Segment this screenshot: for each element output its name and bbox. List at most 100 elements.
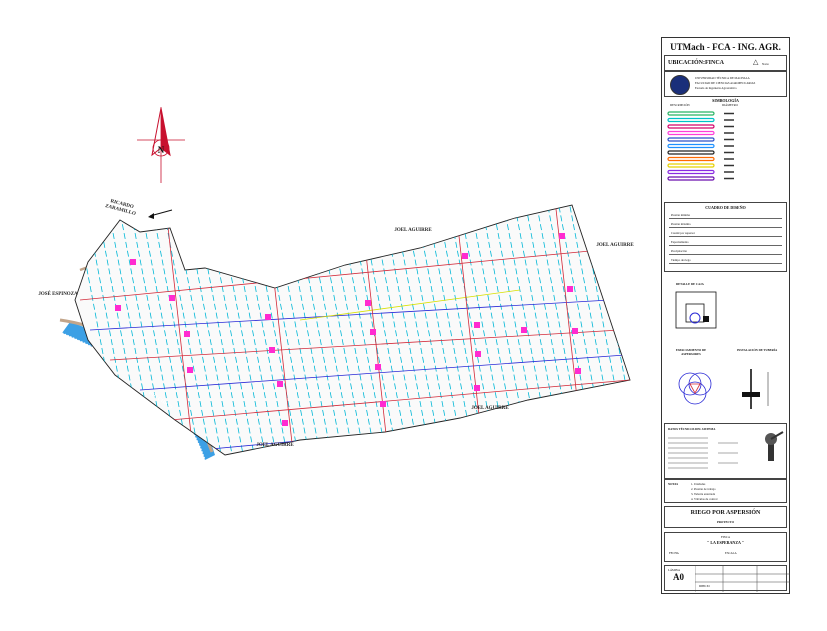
- valve-box-icon: [365, 300, 371, 306]
- legend-col-desc: DESCRIPCIÓN: [670, 103, 690, 107]
- date-label: FECHA: [669, 551, 679, 555]
- lateral-line: [608, 205, 630, 455]
- design-row-label: Caudal por aspersor: [671, 231, 695, 235]
- valve-box-icon: [375, 364, 381, 370]
- valve-box-icon: [130, 259, 136, 265]
- valve-box-icon: [380, 401, 386, 407]
- sheet-code: A0: [673, 572, 684, 582]
- valve-box-icon: [282, 420, 288, 426]
- main-pipe-line: [89, 299, 611, 331]
- owner-box: FINCA " LA ESPERANZA " FECHA ESCALA: [664, 532, 787, 562]
- specs-lines: [668, 437, 738, 469]
- legend-swatch: [667, 130, 715, 136]
- note-1: 1. Unidades: [691, 482, 706, 486]
- institution-line-3: Escuela de Ingeniería Agronómica: [695, 86, 737, 90]
- valve-box-icon: [265, 314, 271, 320]
- label-left: JOSÉ ESPINOZA: [38, 292, 78, 297]
- legend-swatch: [667, 150, 715, 155]
- title-block: UTMach - FCA - ING. AGR. UBICACIÓN: FINC…: [661, 37, 790, 594]
- valve-box-icon: [559, 233, 565, 239]
- label-bottom-left: JOEL AGUIRRE: [256, 443, 294, 448]
- label-right: JOEL AGUIRRE: [596, 243, 634, 248]
- access-arrow-icon: [148, 209, 173, 219]
- valve-box-icon: [277, 381, 283, 387]
- main-pipe-line: [79, 249, 601, 301]
- valve-box-icon: [370, 329, 376, 335]
- design-row-line: [669, 227, 782, 228]
- design-row-line: [669, 245, 782, 246]
- sheet-box: LÁMINA A0 DIBUJO: [664, 565, 790, 592]
- design-row-line: [669, 254, 782, 255]
- legend-swatch: [667, 124, 715, 129]
- design-row-line: [669, 218, 782, 219]
- legend-col-diam: DIÁMETRO: [722, 103, 738, 107]
- owner-value: " LA ESPERANZA ": [707, 540, 744, 545]
- design-row-label: Presión máxima: [671, 222, 691, 226]
- institution-row: UNIVERSIDAD TÉCNICA DE MACHALA FACULTAD …: [664, 71, 787, 97]
- submain-pipe-line: [164, 205, 196, 455]
- valve-boxes: [115, 233, 581, 426]
- north-small-icon: △: [753, 58, 759, 66]
- field-boundary: [74, 204, 631, 456]
- specs-title: DATOS TÉCNICOS DEL SISTEMA: [668, 427, 716, 431]
- university-logo-icon: [670, 75, 690, 95]
- sprinkler-head-icon: [765, 431, 784, 461]
- valve-box-icon: [474, 385, 480, 391]
- sprinkler-overlap-icon: [678, 372, 712, 405]
- scale-label: ESCALA: [725, 551, 737, 555]
- design-row-label: Precipitación: [671, 249, 687, 253]
- note-2: 2. Presión de trabajo: [691, 487, 716, 491]
- detail-box-drawing: [675, 291, 717, 329]
- location-value: FINCA: [705, 60, 724, 66]
- legend-swatch: [667, 176, 715, 181]
- note-3: 3. Tubería enterrada: [691, 492, 716, 496]
- design-table-title: CUADRO DE DISEÑO: [705, 205, 746, 210]
- pipe-installation-icon: [742, 369, 769, 409]
- legend-swatch: [667, 137, 715, 142]
- legend-swatch: [667, 169, 715, 175]
- valve-box-icon: [572, 328, 578, 334]
- design-row-label: Tiempo de riego: [671, 258, 691, 262]
- notes-box: NOTAS 1. Unidades 2. Presión de trabajo …: [664, 479, 787, 503]
- north-arrow-icon: [137, 107, 185, 183]
- valve-box-icon: [462, 253, 468, 259]
- institution-line-1: UNIVERSIDAD TÉCNICA DE MACHALA: [695, 76, 750, 80]
- valve-box-icon: [474, 322, 480, 328]
- location-row: UBICACIÓN: FINCA △ Norte: [664, 55, 787, 71]
- valve-box-icon: [115, 305, 121, 311]
- north-letter: N: [158, 145, 165, 155]
- design-row-label: Espaciamiento: [671, 240, 689, 244]
- valve-box-icon: [187, 367, 193, 373]
- main-pipe-line: [139, 354, 626, 391]
- legend-swatches: [667, 111, 734, 181]
- project-title: RIEGO POR ASPERSIÓN: [690, 510, 761, 516]
- label-top-mid: JOEL AGUIRRE: [394, 228, 432, 233]
- valve-box-icon: [169, 295, 175, 301]
- detail-box-title: DETALLE DE CAJA: [676, 282, 704, 286]
- location-label: UBICACIÓN:: [668, 60, 706, 66]
- detail-spacing-title: ESPACIAMIENTO DE ASPERSORES: [675, 348, 707, 356]
- valve-box-icon: [475, 351, 481, 357]
- north-small-text: Norte: [762, 62, 769, 66]
- main-pipe-line: [169, 379, 630, 421]
- label-bottom-mid: JOEL AGUIRRE: [471, 406, 509, 411]
- legend-swatch: [667, 117, 715, 123]
- valve-box-icon: [575, 368, 581, 374]
- detail-pipe-title: INSTALACIÓN DE TUBERÍA: [736, 348, 778, 352]
- owner-label: FINCA: [720, 535, 730, 539]
- main-pipe-line: [109, 329, 621, 361]
- legend-swatch: [667, 163, 715, 168]
- institution-line-2: FACULTAD DE CIENCIAS AGROPECUARIAS: [695, 81, 756, 85]
- sheet-grid-lines: [695, 566, 790, 592]
- legend-swatch: [667, 156, 715, 162]
- valve-box-icon: [521, 327, 527, 333]
- project-subtitle: PROYECTO: [717, 520, 734, 524]
- legend-title: SIMBOLOGÍA: [712, 98, 739, 103]
- design-row-label: Presión mínima: [671, 213, 690, 217]
- main-pipe-line: [299, 289, 521, 321]
- legend-swatch: [667, 111, 715, 116]
- notes-title: NOTAS: [668, 482, 679, 486]
- note-4: 4. Válvulas de control: [691, 497, 718, 501]
